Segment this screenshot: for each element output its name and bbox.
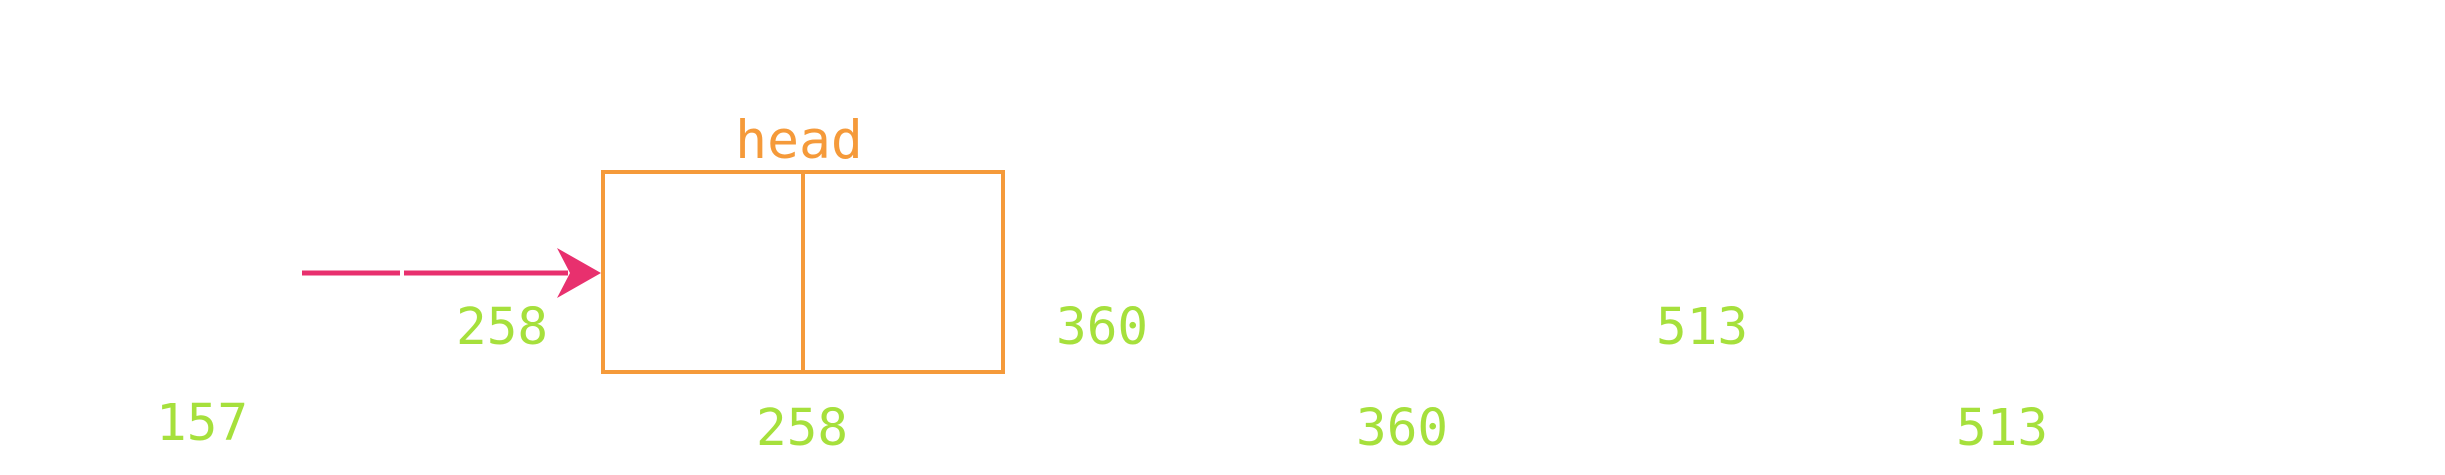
arrow-head	[557, 248, 601, 298]
lower-address-label: 360	[1356, 399, 1448, 458]
head-label: head	[735, 110, 863, 171]
lower-address-label: 258	[756, 399, 848, 458]
upper-address-label: 513	[1656, 298, 1748, 357]
lower-address-label: 513	[1956, 399, 2048, 458]
upper-address-label: 360	[1056, 298, 1148, 357]
upper-address-label: 258	[456, 298, 548, 357]
list-node	[601, 170, 1005, 374]
lower-address-label: 157	[156, 394, 248, 453]
arrow-right-icon	[302, 248, 601, 298]
